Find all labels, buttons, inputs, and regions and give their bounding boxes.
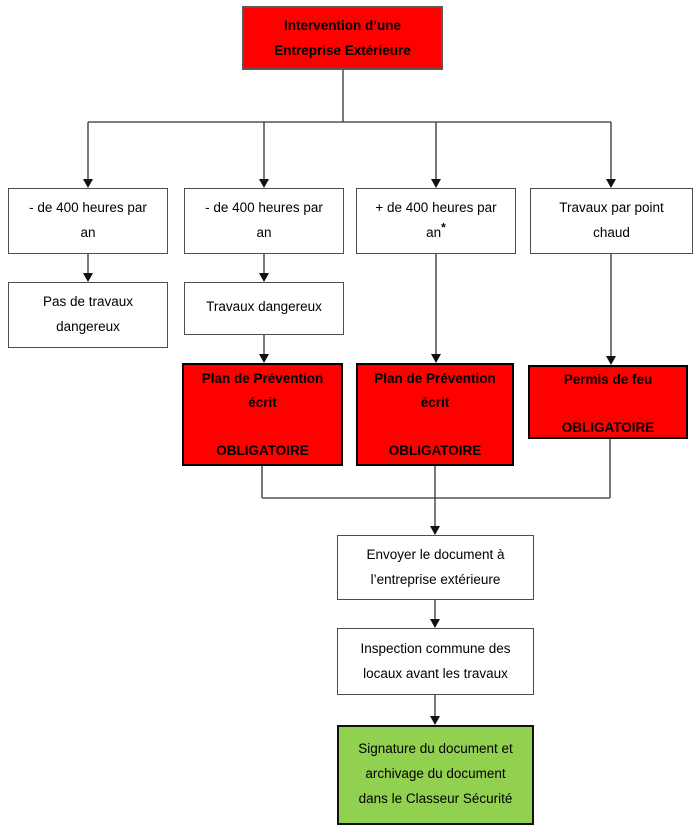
node-text-line: chaud — [593, 225, 630, 240]
arrowhead-inspect — [430, 619, 440, 628]
node-text-line: Intervention d’une — [283, 18, 401, 33]
node-text-line: Envoyer le document à — [366, 547, 505, 562]
node-signature-archivage: Signature du document et archivage du do… — [337, 725, 534, 825]
arrowhead-nodanger — [83, 273, 93, 282]
node-plan-prevention-2: Plan de Prévention écrit OBLIGATOIRE — [356, 363, 514, 466]
node-text-line: Inspection commune des — [360, 641, 511, 656]
asterisk-note: * — [441, 220, 446, 235]
node-text-line — [358, 415, 512, 439]
node-travaux-dangereux: Travaux dangereux — [184, 282, 344, 335]
node-text-line: l’entreprise extérieure — [370, 572, 501, 587]
node-envoyer-document: Envoyer le document à l’entreprise extér… — [337, 535, 534, 600]
node-intervention: Intervention d’une Entreprise Extérieure — [242, 6, 443, 70]
node-text-line: an* — [426, 220, 446, 241]
node-permis-feu: Permis de feu OBLIGATOIRE — [528, 365, 688, 439]
node-plan-prevention-1: Plan de Prévention écrit OBLIGATOIRE — [182, 363, 343, 466]
node-inspection-commune: Inspection commune des locaux avant les … — [337, 628, 534, 695]
node-text-line: dans le Classeur Sécurité — [358, 791, 513, 806]
node-text-line: - de 400 heures par — [29, 200, 147, 215]
node-text-line: Permis de feu — [563, 372, 653, 387]
node-text-line: écrit — [420, 395, 450, 410]
arrowhead-branch2 — [259, 179, 269, 188]
node-text-line: locaux avant les travaux — [363, 666, 508, 681]
node-moins-400h-2: - de 400 heures par an — [184, 188, 344, 254]
arrowhead-plan2 — [431, 354, 441, 363]
arrowhead-send — [430, 526, 440, 535]
node-text-line: - de 400 heures par — [205, 200, 323, 215]
arrowhead-sign — [430, 716, 440, 725]
arrowhead-danger — [259, 273, 269, 282]
arrowhead-branch4 — [606, 179, 616, 188]
node-text-line: OBLIGATOIRE — [216, 443, 309, 458]
arrowhead-permis — [606, 356, 616, 365]
node-text-line: Pas de travaux — [42, 294, 134, 309]
node-pas-travaux-dangereux: Pas de travaux dangereux — [8, 282, 168, 348]
node-text-line — [530, 392, 686, 416]
node-text-line: + de 400 heures par — [375, 200, 497, 215]
node-text-line: Travaux par point — [559, 200, 664, 215]
node-text-line: Signature du document et — [358, 741, 513, 756]
node-text-line — [184, 415, 341, 439]
arrowhead-branch3 — [431, 179, 441, 188]
arrowhead-plan1 — [259, 354, 269, 363]
node-text-line: Entreprise Extérieure — [274, 43, 411, 58]
node-moins-400h-1: - de 400 heures par an — [8, 188, 168, 254]
node-text-line: Plan de Prévention — [374, 371, 496, 386]
node-text-line: Travaux dangereux — [206, 299, 322, 314]
node-text-line: OBLIGATOIRE — [388, 443, 482, 458]
node-text-line: an — [256, 225, 272, 240]
arrowhead-branch1 — [83, 179, 93, 188]
node-text-line: OBLIGATOIRE — [561, 420, 655, 435]
node-text-line: an — [80, 225, 96, 240]
node-text-line: écrit — [248, 395, 277, 410]
node-text-line: dangereux — [56, 319, 120, 334]
node-text-line: Plan de Prévention — [201, 371, 324, 386]
node-plus-400h: + de 400 heures par an* — [356, 188, 516, 254]
node-point-chaud: Travaux par point chaud — [530, 188, 693, 254]
node-text-line: archivage du document — [365, 766, 506, 781]
